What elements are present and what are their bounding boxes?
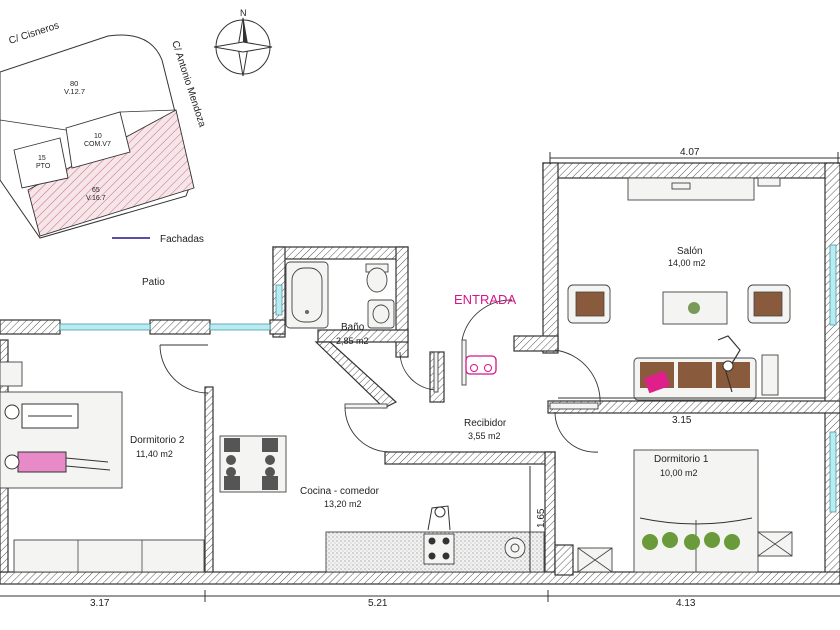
parcel-65-num: 65 bbox=[92, 187, 100, 194]
dim-vertical: 1.65 bbox=[536, 508, 547, 528]
room-recibidor-area: 3,55 m2 bbox=[468, 431, 501, 441]
room-dorm2-name: Dormitorio 2 bbox=[130, 435, 185, 446]
parcel-15 bbox=[13, 137, 69, 189]
dim-salon-inner: 3.15 bbox=[672, 415, 692, 426]
room-dorm1-area: 10,00 m2 bbox=[660, 468, 698, 478]
street-cisneros: C/ Cisneros bbox=[8, 20, 61, 47]
toilet bbox=[365, 263, 389, 293]
window-salon-2 bbox=[829, 431, 837, 513]
bathroom-sink bbox=[367, 299, 395, 329]
entrance-label: ENTRADA bbox=[454, 292, 516, 307]
robot-vacuum-icon bbox=[465, 355, 497, 375]
windows bbox=[59, 244, 837, 513]
window-cocina bbox=[209, 323, 271, 331]
salon-furniture bbox=[567, 177, 791, 401]
room-recibidor-name: Recibidor bbox=[464, 418, 507, 429]
dimension-lines bbox=[0, 152, 840, 602]
window-salon-1 bbox=[829, 244, 837, 326]
compass-rose-icon: N bbox=[213, 8, 273, 77]
room-cocina-name: Cocina - comedor bbox=[300, 486, 380, 497]
room-dorm1-name: Dormitorio 1 bbox=[654, 454, 709, 465]
dim-bottom-left: 3.17 bbox=[90, 598, 110, 609]
parcel-80-num: 80 bbox=[70, 79, 78, 88]
patio-label: Patio bbox=[142, 277, 165, 288]
room-bano-name: Baño bbox=[341, 322, 365, 333]
room-dorm2-area: 11,40 m2 bbox=[136, 449, 173, 459]
parcel-80-code: V.12.7 bbox=[64, 87, 85, 96]
facade-legend-label: Fachadas bbox=[160, 234, 204, 245]
parcel-10 bbox=[65, 111, 131, 169]
window-bano bbox=[275, 284, 283, 316]
bathtub bbox=[285, 261, 329, 329]
site-plan: C/ Cisneros C/ Antonio Mendoza 80 V.12.7… bbox=[0, 20, 208, 288]
dim-bottom-right: 4.13 bbox=[676, 598, 696, 609]
dorm1-furniture bbox=[577, 449, 793, 573]
dorm2-furniture bbox=[0, 361, 205, 573]
parcel-10-num: 10 bbox=[94, 133, 102, 140]
dim-bottom-mid: 5.21 bbox=[368, 598, 388, 609]
dim-top: 4.07 bbox=[680, 147, 700, 158]
parcel-15-code: PTO bbox=[36, 163, 51, 170]
doors bbox=[159, 299, 601, 453]
parcel-10-code: COM.V7 bbox=[84, 141, 111, 148]
parcel-hatched bbox=[27, 109, 195, 237]
room-bano-area: 2,85 m2 bbox=[336, 336, 369, 346]
compass-north: N bbox=[240, 8, 247, 18]
dining-table bbox=[219, 435, 287, 493]
block-outline bbox=[0, 34, 193, 239]
parcel-65-code: V.16.7 bbox=[86, 195, 106, 202]
room-salon-area: 14,00 m2 bbox=[668, 258, 706, 268]
room-cocina-area: 13,20 m2 bbox=[324, 499, 362, 509]
kitchen-counter bbox=[325, 505, 545, 573]
parcel-15-num: 15 bbox=[38, 155, 46, 162]
window-dorm2 bbox=[59, 323, 151, 331]
room-salon-name: Salón bbox=[677, 246, 703, 257]
